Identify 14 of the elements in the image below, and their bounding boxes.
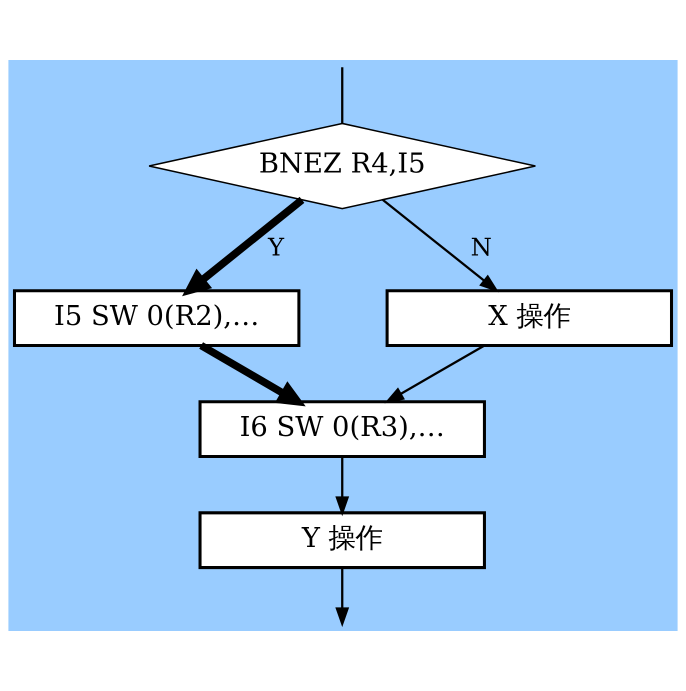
connector [341,67,344,124]
edge-label: N [470,232,492,262]
arrow [382,199,499,292]
node-box: I6 SW 0(R3),… [198,400,486,458]
arrow [335,568,350,628]
node-box: X 操作 [386,289,674,348]
node-box: Y 操作 [198,511,486,570]
arrow [335,456,350,516]
arrow [384,344,486,404]
arrow [182,196,304,296]
node-diamond: BNEZ R4,I5 [148,122,536,210]
edge-label: Y [268,232,284,262]
node-box: I5 SW 0(R2),… [12,289,300,348]
arrow [199,342,306,406]
